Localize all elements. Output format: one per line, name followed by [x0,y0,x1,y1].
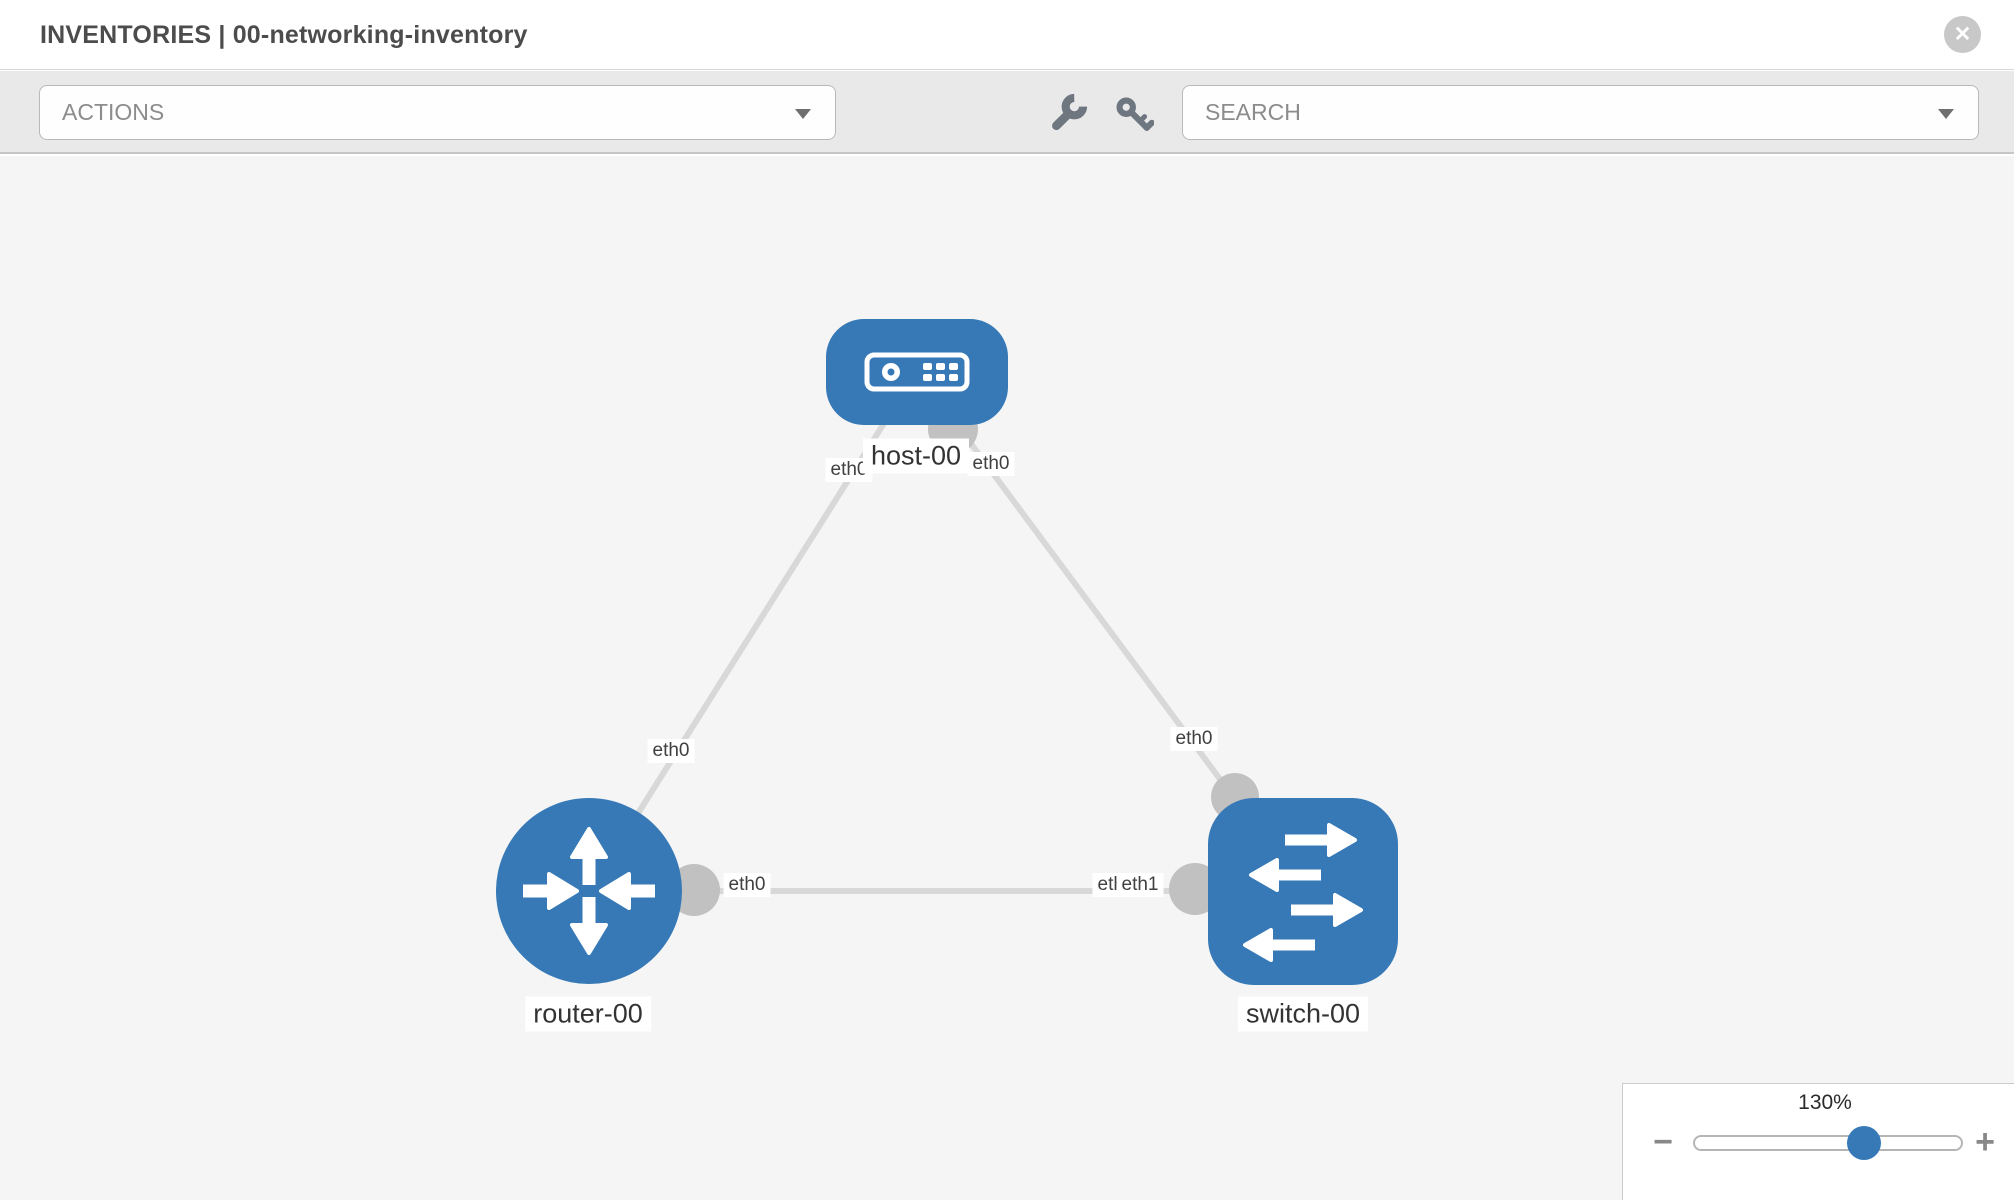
node-switch-00[interactable] [1208,798,1398,985]
key-button[interactable] [1114,95,1155,140]
header: INVENTORIES | 00-networking-inventory ✕ [0,0,2014,70]
port-label: eth0 [647,739,695,763]
host-icon [864,352,970,392]
node-label-switch: switch-00 [1237,996,1369,1032]
key-icon [1116,97,1155,131]
port-label: eth1 [1116,873,1164,897]
node-label-host: host-00 [862,438,970,474]
topology-canvas[interactable]: eth0 eth0 eth0 eth0 eth0 eth0 eth1 host-… [0,156,2014,1200]
port-label: eth0 [723,873,771,897]
node-host-00[interactable] [826,319,1008,425]
zoom-in-button[interactable]: + [1975,1123,1995,1161]
zoom-slider-track[interactable] [1693,1135,1963,1151]
page-title: INVENTORIES | 00-networking-inventory [40,21,528,49]
close-button[interactable]: ✕ [1944,16,1981,53]
wrench-icon [1052,93,1088,131]
link-host-router[interactable] [586,369,920,893]
chevron-down-icon [1938,109,1954,119]
node-label-router: router-00 [525,996,651,1032]
close-icon: ✕ [1953,23,1972,46]
switch-icon [1243,823,1363,962]
chevron-down-icon [795,109,811,119]
zoom-out-button[interactable]: − [1653,1123,1673,1161]
search-dropdown-label: SEARCH [1205,99,1301,125]
node-router-00[interactable] [496,798,682,984]
toolbar: ACTIONS SEARCH [0,71,2014,154]
zoom-slider-thumb[interactable] [1847,1126,1881,1160]
actions-dropdown-label: ACTIONS [62,99,165,125]
zoom-level: 130% [1798,1091,1852,1114]
port-label: eth0 [967,452,1015,476]
actions-dropdown[interactable]: ACTIONS [39,85,836,140]
wrench-button[interactable] [1046,91,1090,140]
interface-endpoints [668,404,1259,916]
port-label: eth0 [1170,727,1218,751]
search-dropdown[interactable]: SEARCH [1182,85,1979,140]
router-icon [523,827,655,955]
zoom-panel: 130% − + [1622,1083,2014,1200]
